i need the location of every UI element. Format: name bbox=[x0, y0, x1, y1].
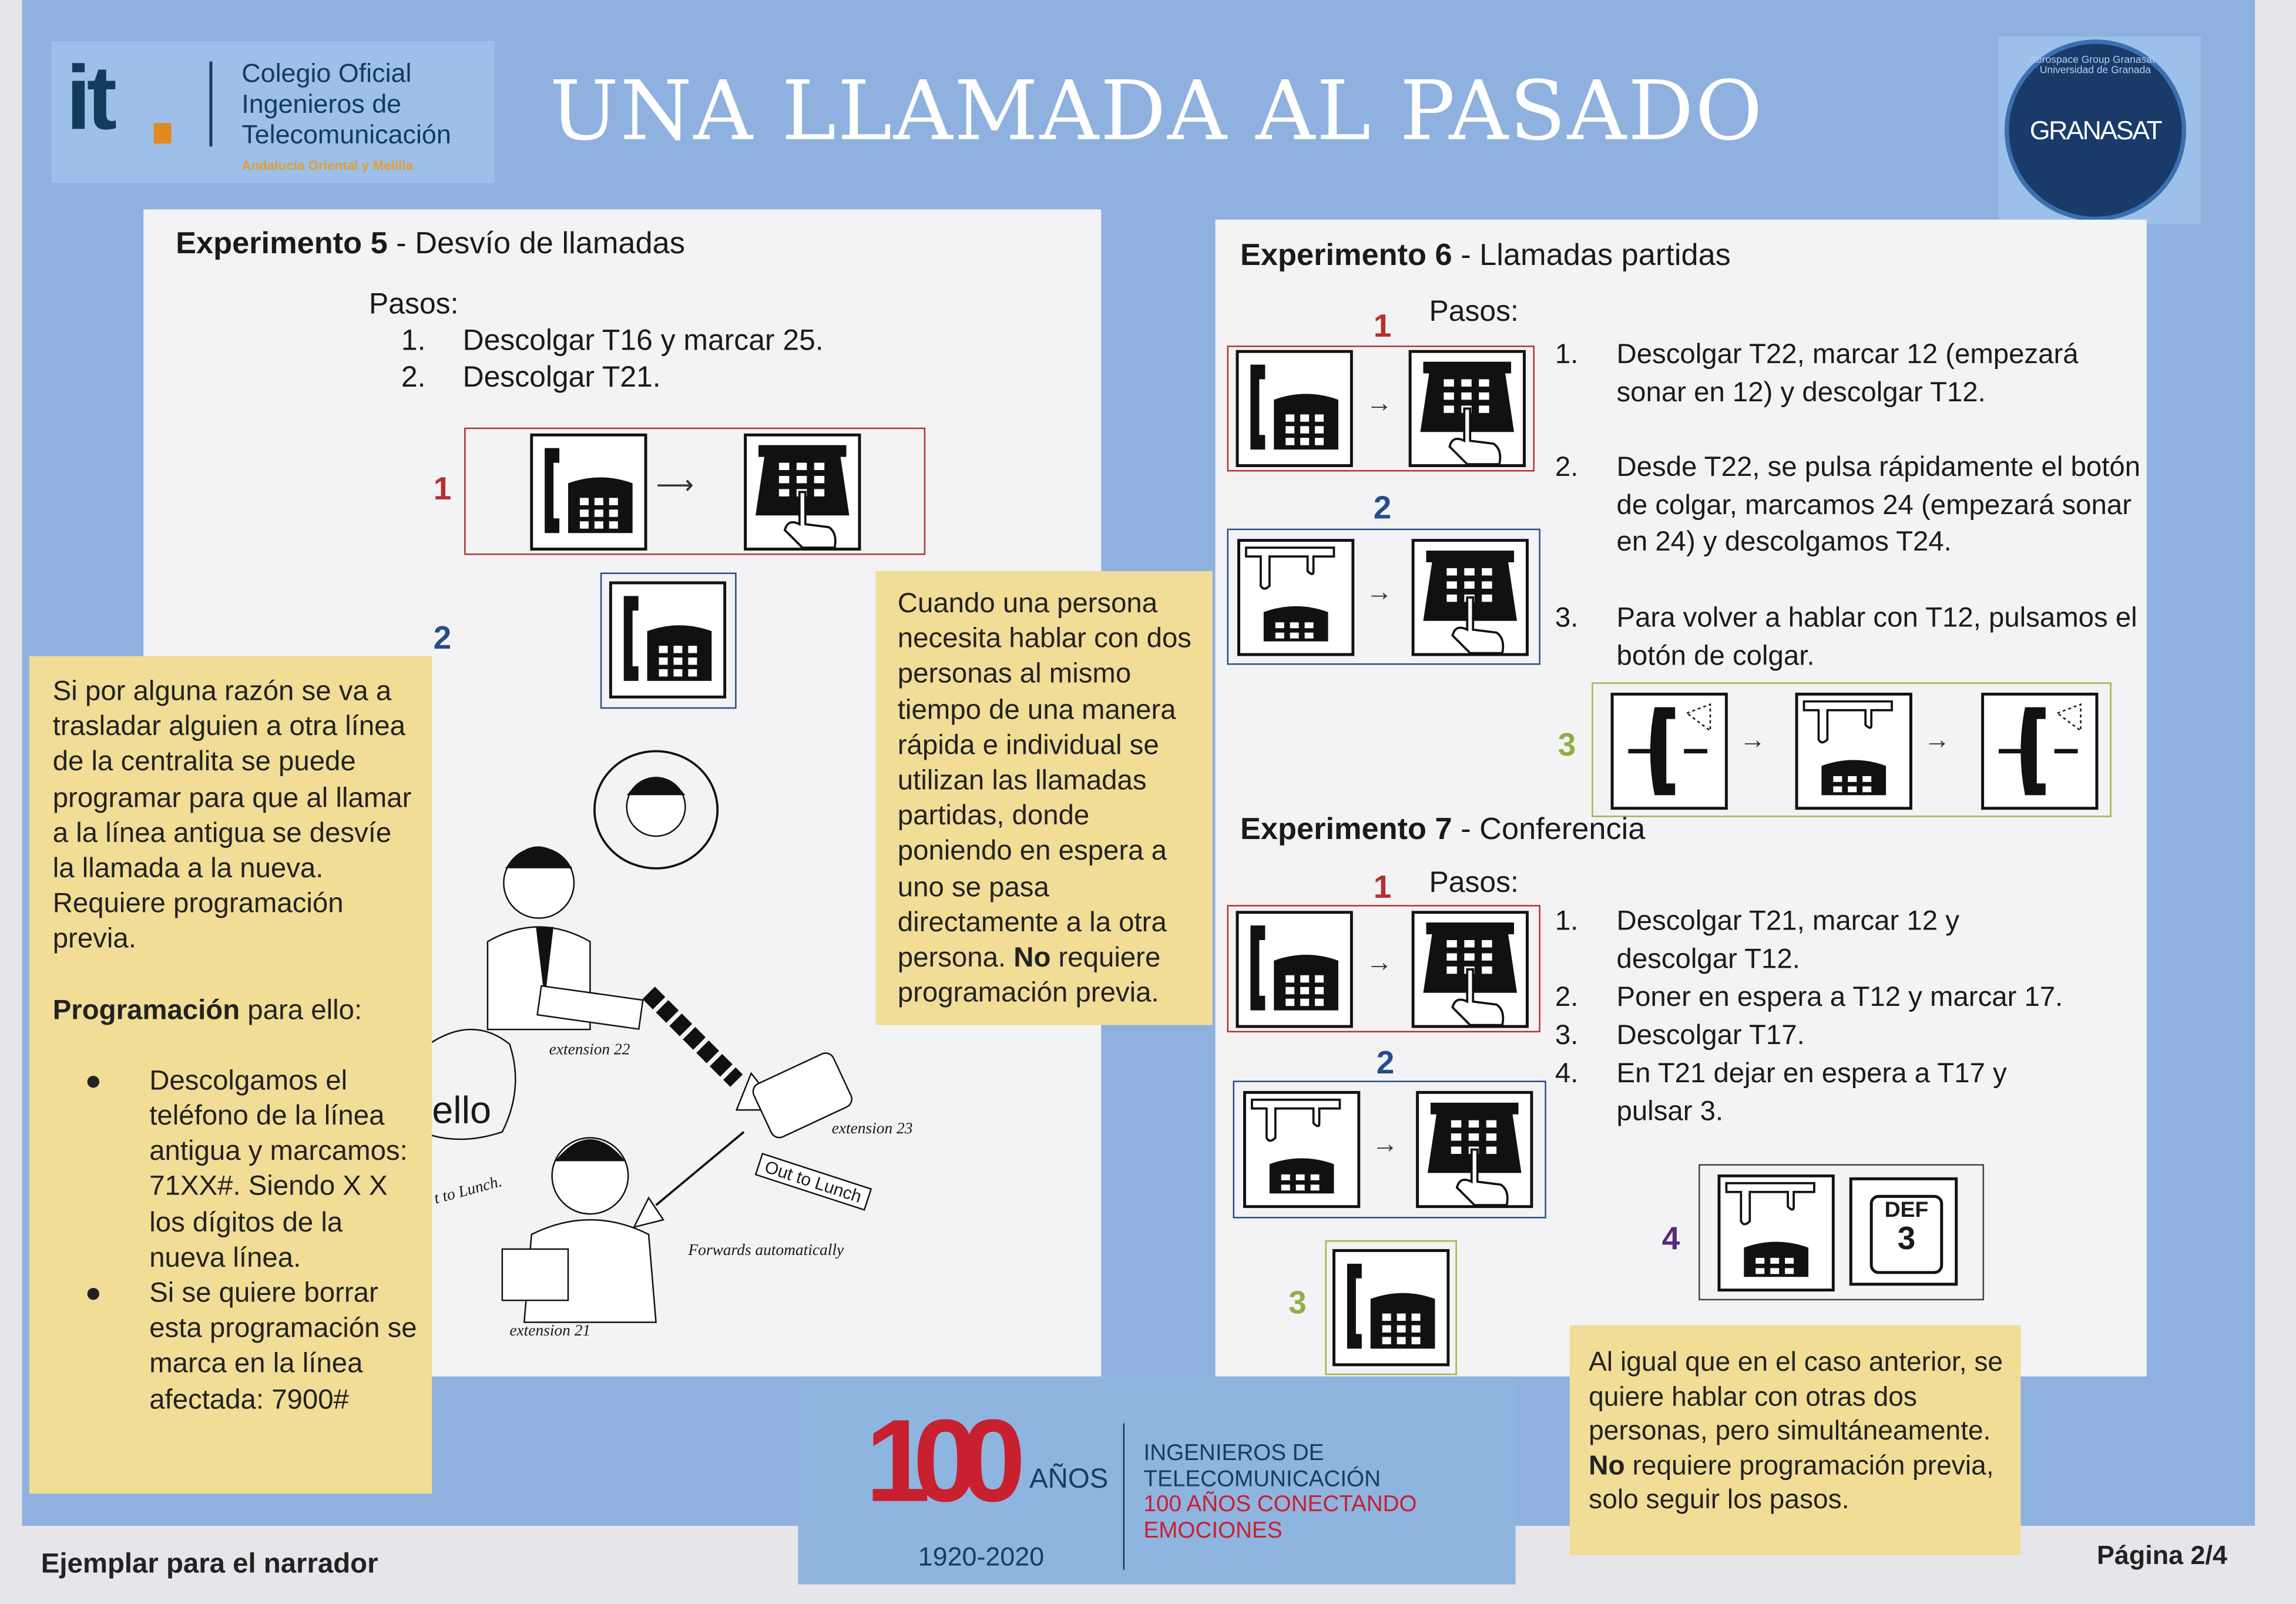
figure-number: 2 bbox=[433, 619, 452, 656]
centenary-years: 1920-2020 bbox=[918, 1542, 1045, 1572]
right-note: Al igual que en el caso anterior, se qui… bbox=[1569, 1325, 2021, 1555]
caption-extension-23: extension 23 bbox=[831, 1120, 913, 1138]
bullet-item: ●Si se quiere borrar esta programación s… bbox=[53, 1277, 418, 1418]
centenary-logo: 100 AÑOS 1920-2020 INGENIEROS DE TELECOM… bbox=[798, 1376, 1516, 1585]
granasat-ring-text: Aerospace Group Granasat · Universidad d… bbox=[2029, 55, 2161, 76]
exp6-figure-3: → → bbox=[1592, 682, 2112, 817]
phone-lifted-icon bbox=[1237, 539, 1354, 656]
caption-extension-22: extension 22 bbox=[549, 1041, 630, 1059]
figure-number: 2 bbox=[1373, 489, 1392, 526]
exp7-figure-1: → bbox=[1227, 905, 1540, 1033]
exp6-figure-1: → bbox=[1227, 345, 1535, 472]
left-note: Si por alguna razón se va a trasladar al… bbox=[29, 656, 432, 1494]
arrow-right-icon: → bbox=[1366, 388, 1393, 418]
granasat-badge: Aerospace Group Granasat · Universidad d… bbox=[2004, 39, 2187, 222]
footer-narrator-label: Ejemplar para el narrador bbox=[41, 1549, 378, 1580]
logo-it-mark: it bbox=[66, 48, 117, 150]
exp6-figure-2: → bbox=[1227, 528, 1540, 665]
experiment-6-title: Experimento 6 - Llamadas partidas bbox=[1240, 239, 1731, 273]
keypad-press-icon bbox=[1412, 911, 1529, 1028]
figure-number: 4 bbox=[1661, 1220, 1680, 1257]
keypad-press-icon bbox=[1412, 539, 1529, 656]
step: 2.Descolgar T21. bbox=[401, 361, 661, 394]
caption-extension-21: extension 21 bbox=[509, 1322, 591, 1340]
logo-divider bbox=[209, 61, 213, 147]
granasat-logo: Aerospace Group Granasat · Universidad d… bbox=[1998, 36, 2201, 224]
handset-hold-icon bbox=[1611, 693, 1728, 810]
exp7-figure-2: → bbox=[1233, 1080, 1546, 1219]
phone-handset-icon bbox=[1236, 911, 1353, 1028]
centenary-anos: AÑOS bbox=[1029, 1464, 1109, 1495]
phone-lifted-icon bbox=[1243, 1091, 1360, 1208]
arrow-right-icon: → bbox=[1924, 724, 1951, 754]
coit-logo: it Colegio Oficial Ingenieros de Telecom… bbox=[51, 41, 495, 183]
keypad-key-3-icon: DEF 3 bbox=[1849, 1177, 1958, 1286]
figure-2-frame bbox=[600, 572, 737, 709]
handset-hold-icon bbox=[1981, 693, 2098, 810]
figure-1-frame: ⟶ bbox=[464, 427, 926, 555]
arrow-right-icon: ⟶ bbox=[656, 470, 694, 499]
figure-number: 1 bbox=[1373, 307, 1392, 344]
figure-number: 1 bbox=[1373, 868, 1392, 905]
experiments-6-7-panel: Experimento 6 - Llamadas partidas Pasos:… bbox=[1215, 219, 2147, 1377]
note-text: Si por alguna razón se va a trasladar al… bbox=[52, 676, 412, 956]
logo-line: Ingenieros de bbox=[241, 89, 402, 119]
figure-number: 3 bbox=[1288, 1284, 1307, 1321]
bullet-icon: ● bbox=[85, 1065, 102, 1097]
key-digit: 3 bbox=[1897, 1220, 1916, 1257]
speech-bubble-hello: ello bbox=[432, 1088, 492, 1132]
figure-number: 2 bbox=[1376, 1044, 1395, 1081]
programming-heading: Programación para ello: bbox=[52, 995, 362, 1026]
arrow-right-icon: → bbox=[1372, 1129, 1399, 1159]
phone-lifted-icon bbox=[1717, 1175, 1834, 1291]
key-letters: DEF bbox=[1884, 1197, 1929, 1223]
arrow-right-icon: → bbox=[1739, 724, 1766, 754]
bullet-item: ●Descolgamos el teléfono de la línea ant… bbox=[53, 1064, 418, 1277]
figure-number: 3 bbox=[1557, 726, 1576, 763]
caption-forwards: Forwards automatically bbox=[688, 1241, 844, 1260]
phone-handset-icon bbox=[530, 434, 647, 551]
phone-lifted-icon bbox=[1795, 693, 1912, 810]
arrow-right-icon: → bbox=[1366, 576, 1393, 606]
phone-handset-icon bbox=[1236, 350, 1353, 467]
arrow-right-icon: → bbox=[1366, 947, 1393, 977]
steps-label: Pasos: bbox=[1429, 867, 1519, 900]
exp7-figure-3 bbox=[1325, 1240, 1457, 1375]
step: 1.Descolgar T16 y marcar 25. bbox=[401, 325, 824, 358]
logo-org-name: Colegio Oficial Ingenieros de Telecomuni… bbox=[241, 59, 451, 151]
experiment-5-steps: Pasos: 1.Descolgar T16 y marcar 25. 2.De… bbox=[369, 287, 824, 397]
centenary-100: 100 bbox=[865, 1395, 1026, 1526]
logo-region: Andalucía Oriental y Melilla bbox=[241, 158, 413, 173]
phone-handset-icon bbox=[1332, 1249, 1449, 1366]
logo-line: Telecomunicación bbox=[241, 120, 451, 150]
keypad-press-icon bbox=[744, 434, 861, 551]
logo-line: Colegio Oficial bbox=[241, 58, 412, 88]
granasat-name: GRANASAT bbox=[2029, 115, 2163, 145]
experiment-7-title: Experimento 7 - Conferencia bbox=[1240, 813, 1646, 847]
centenary-divider bbox=[1123, 1423, 1125, 1570]
exp7-figure-4: DEF 3 bbox=[1698, 1164, 1985, 1301]
phone-handset-icon bbox=[609, 581, 726, 698]
page-number: Página 2/4 bbox=[2096, 1540, 2227, 1570]
centenary-tagline: INGENIEROS DE TELECOMUNICACIÓN 100 AÑOS … bbox=[1143, 1441, 1417, 1543]
keypad-press-icon bbox=[1416, 1091, 1533, 1208]
experiment-5-title: Experimento 5 - Desvío de llamadas bbox=[176, 227, 685, 261]
logo-orange-dot bbox=[153, 123, 172, 144]
key-3: DEF 3 bbox=[1869, 1194, 1943, 1274]
steps-label: Pasos: bbox=[1429, 296, 1519, 328]
call-forwarding-cartoon bbox=[429, 750, 852, 1323]
bullet-icon: ● bbox=[85, 1278, 102, 1310]
keypad-press-icon bbox=[1409, 350, 1526, 467]
page-title: UNA LLAMADA AL PASADO bbox=[549, 64, 1764, 160]
steps-label: Pasos: bbox=[369, 288, 459, 321]
middle-note: Cuando una persona necesita hablar con d… bbox=[875, 571, 1213, 1025]
figure-number: 1 bbox=[433, 470, 452, 507]
